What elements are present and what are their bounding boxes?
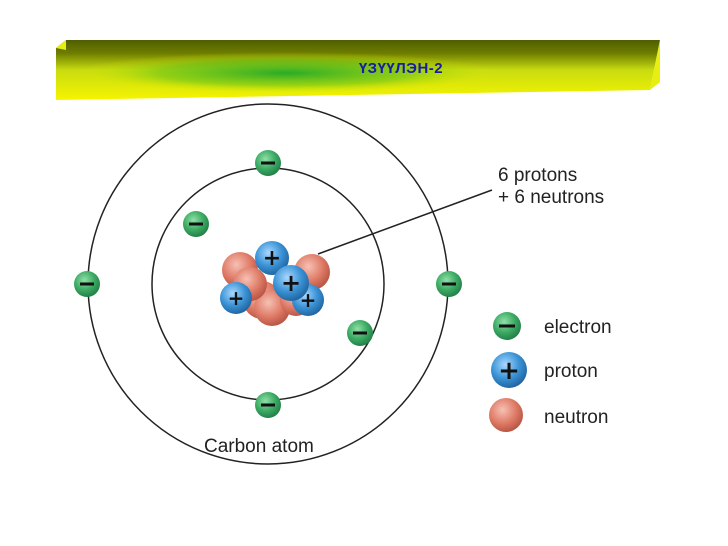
nucleus: + + + +: [220, 241, 330, 326]
electron-particle: [183, 211, 209, 237]
nucleus-callout-line1: 6 protons: [498, 165, 577, 186]
proton-particle: +: [273, 265, 309, 301]
legend-label-proton: proton: [544, 361, 598, 382]
electron-particle: [255, 150, 281, 176]
neutron-icon: [489, 398, 523, 432]
proton-particle: +: [220, 282, 252, 314]
proton-icon: +: [491, 352, 527, 388]
diagram-caption: Carbon atom: [204, 436, 314, 457]
electron-particle: [74, 271, 100, 297]
title-banner: ҮЗҮҮЛЭН-2: [56, 30, 660, 100]
legend-label-neutron: neutron: [544, 407, 608, 428]
svg-text:+: +: [281, 269, 301, 297]
svg-text:+: +: [498, 356, 520, 386]
svg-text:+: +: [228, 286, 245, 310]
electron-particle: [436, 271, 462, 297]
banner-shape: [56, 40, 660, 100]
legend-label-electron: electron: [544, 317, 612, 338]
proton-particle: +: [255, 241, 289, 275]
svg-text:+: +: [263, 246, 281, 271]
callout-leader-line: [317, 189, 493, 255]
electron-particle: [255, 392, 281, 418]
nucleus-callout-line2: + 6 neutrons: [498, 187, 604, 208]
electron-particle: [347, 320, 373, 346]
slide-title: ҮЗҮҮЛЭН-2: [358, 60, 444, 77]
legend: electron + proton neutron: [489, 312, 612, 432]
electron-icon: [493, 312, 521, 340]
